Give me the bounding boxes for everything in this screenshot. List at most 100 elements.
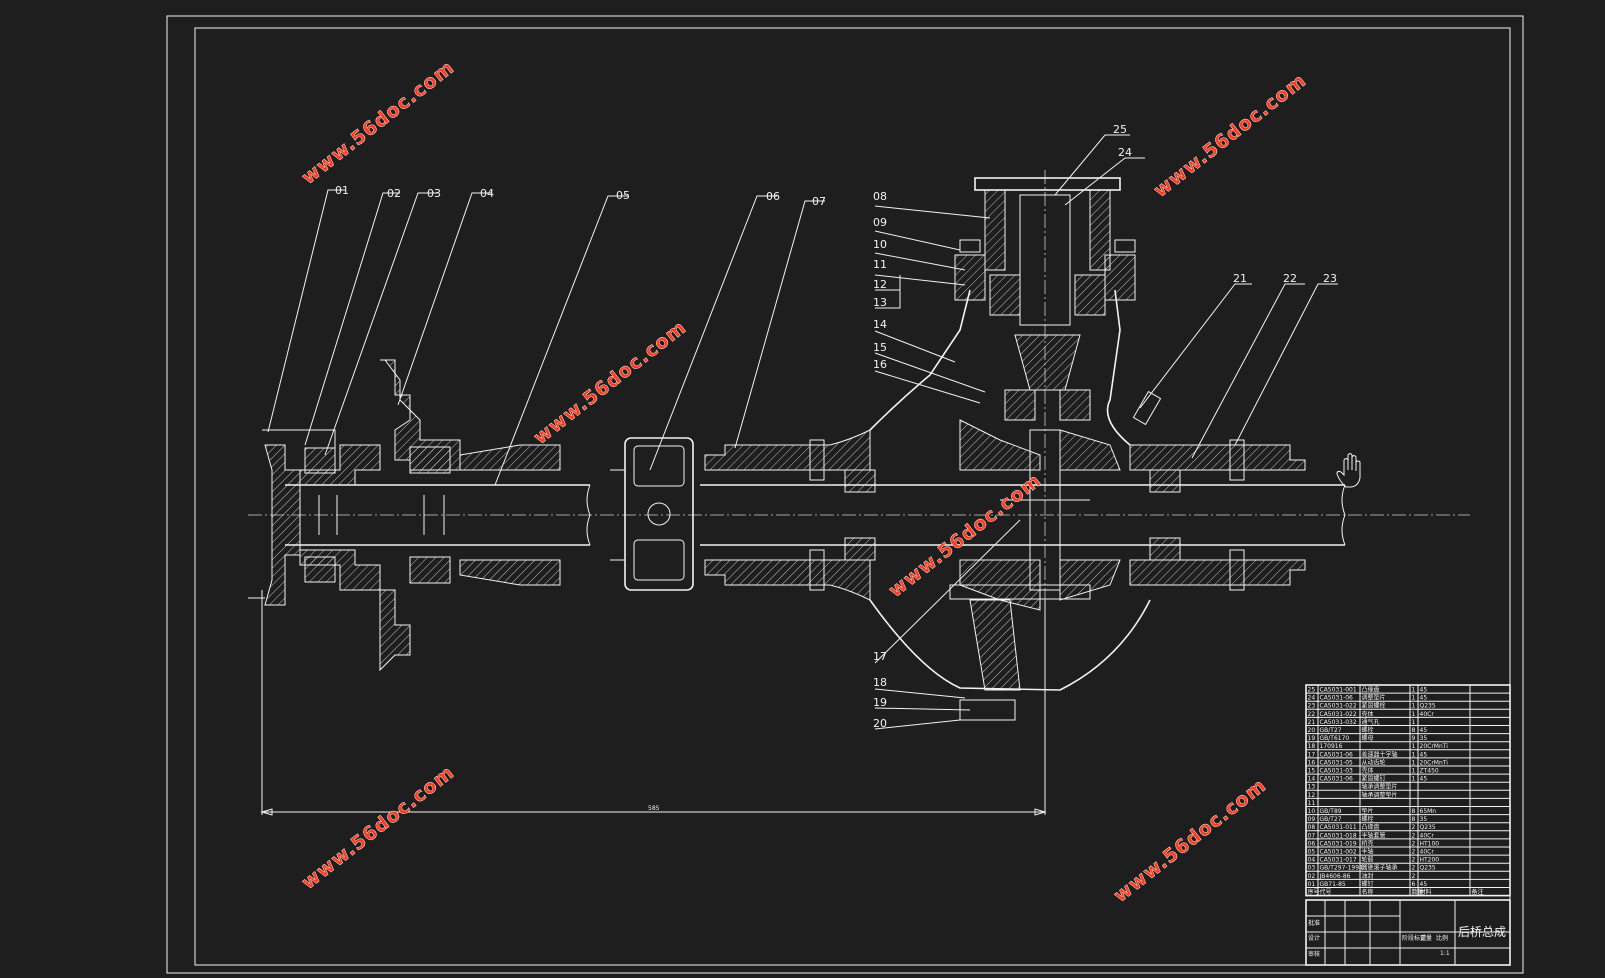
label-05: 05 bbox=[616, 189, 630, 202]
bom-cell-qty: 2 bbox=[1412, 865, 1416, 872]
wheel-hub-assembly bbox=[248, 359, 591, 672]
bom-cell-qty: 8 bbox=[1412, 816, 1416, 823]
bom-cell-name: 桥壳 bbox=[1362, 839, 1374, 847]
watermark-1: www.56doc.com bbox=[298, 56, 459, 189]
bom-cell-qty: 2 bbox=[1412, 824, 1416, 831]
label-11: 11 bbox=[873, 258, 887, 271]
bom-cell-name: 轴承调整垫片 bbox=[1362, 783, 1398, 791]
bom-cell-name: 油封 bbox=[1362, 872, 1374, 880]
bom-cell-mat: Q235 bbox=[1420, 703, 1436, 710]
title-approve: 批准 bbox=[1308, 919, 1320, 927]
title-block: 后桥总成 设计 审核 批准 阶段标记 重量 比例 1:1 bbox=[1305, 899, 1511, 966]
bom-cell-qty: 2 bbox=[1412, 840, 1416, 847]
bom-cell-no: 25 bbox=[1308, 687, 1316, 694]
bom-header-name: 名称 bbox=[1362, 888, 1374, 896]
bom-cell-qty: 1 bbox=[1412, 751, 1416, 758]
title-text: 后桥总成 bbox=[1458, 925, 1506, 939]
bom-cell-name: 壳体 bbox=[1362, 710, 1374, 718]
label-15: 15 bbox=[873, 341, 887, 354]
label-10: 10 bbox=[873, 238, 887, 251]
bom-cell-mat: 40Cr bbox=[1420, 832, 1435, 839]
bom-header-code: 代号 bbox=[1320, 888, 1332, 896]
bom-cell-no: 24 bbox=[1308, 695, 1316, 702]
label-09: 09 bbox=[873, 216, 887, 229]
bom-cell-mat: ZT450 bbox=[1420, 768, 1439, 775]
bom-cell-code: CA5031-018 bbox=[1320, 832, 1357, 839]
bom-cell-name: 通气孔 bbox=[1362, 718, 1380, 726]
label-03: 03 bbox=[427, 187, 441, 200]
bom-cell-name: 半轴套管 bbox=[1362, 831, 1386, 839]
bom-cell-code: GB71-85 bbox=[1320, 881, 1346, 888]
bom-cell-mat: 65Mn bbox=[1420, 808, 1437, 815]
bom-cell-name: 半轴 bbox=[1362, 848, 1374, 856]
watermark-5: www.56doc.com bbox=[298, 761, 459, 894]
bom-cell-no: 10 bbox=[1308, 808, 1316, 815]
bom-cell-no: 22 bbox=[1308, 711, 1316, 718]
bom-cell-name: 紧固螺栓 bbox=[1362, 702, 1386, 710]
bom-cell-code: CA5031-002 bbox=[1320, 849, 1357, 856]
bom-cell-qty: 1 bbox=[1412, 695, 1416, 702]
bom-cell-mat: 40Cr bbox=[1420, 711, 1435, 718]
title-design: 设计 bbox=[1308, 934, 1320, 942]
bom-cell-code: GB/T27 bbox=[1320, 727, 1342, 734]
bom-cell-qty: 2 bbox=[1412, 849, 1416, 856]
leader-lines bbox=[267, 134, 1338, 730]
bom-cell-name: 轮毂 bbox=[1362, 856, 1374, 864]
bom-cell-no: 17 bbox=[1308, 751, 1316, 758]
bom-header-qty: 数量 bbox=[1412, 888, 1424, 896]
bom-cell-no: 15 bbox=[1308, 768, 1316, 775]
title-scale: 1:1 bbox=[1440, 950, 1450, 957]
bom-cell-code: GB/T297-1994 bbox=[1320, 865, 1364, 872]
label-24: 24 bbox=[1118, 146, 1132, 159]
bom-cell-qty: 1 bbox=[1412, 687, 1416, 694]
label-17: 17 bbox=[873, 650, 887, 663]
bom-cell-qty: 2 bbox=[1412, 832, 1416, 839]
bom-cell-qty: 2 bbox=[1412, 873, 1416, 880]
bom-cell-mat: 45 bbox=[1420, 881, 1428, 888]
bom-cell-no: 12 bbox=[1308, 792, 1316, 799]
bom-cell-mat: HT100 bbox=[1420, 840, 1440, 847]
bom-cell-no: 05 bbox=[1308, 849, 1316, 856]
bom-cell-name: 调整垫片 bbox=[1362, 694, 1386, 702]
bom-cell-code: CA5031-06 bbox=[1320, 776, 1354, 783]
bom-cell-name: 从动齿轮 bbox=[1362, 758, 1386, 766]
bom-cell-no: 18 bbox=[1308, 743, 1316, 750]
bom-cell-name: 圆锥滚子轴承 bbox=[1362, 864, 1398, 872]
bom-cell-name: 差速器十字轴 bbox=[1362, 750, 1398, 758]
bom-cell-qty: 6 bbox=[1412, 881, 1416, 888]
bom-cell-code: CA5031-06 bbox=[1320, 751, 1354, 758]
bom-cell-no: 23 bbox=[1308, 703, 1316, 710]
bom-cell-qty: 1 bbox=[1412, 719, 1416, 726]
bom-cell-name: 紧固螺钉 bbox=[1362, 775, 1386, 783]
bom-cell-name: 螺母 bbox=[1362, 734, 1374, 742]
bom-cell-code: CA5031-011 bbox=[1320, 824, 1357, 831]
label-16: 16 bbox=[873, 358, 887, 371]
bom-cell-code: CA5031-022 bbox=[1320, 711, 1357, 718]
bom-cell-code: CA5031-001 bbox=[1320, 687, 1357, 694]
spring-seat-block bbox=[610, 437, 694, 591]
bom-cell-mat: Q235 bbox=[1420, 865, 1436, 872]
bom-cell-no: 02 bbox=[1308, 873, 1316, 880]
label-07: 07 bbox=[812, 195, 826, 208]
bom-cell-name: 壳体 bbox=[1362, 767, 1374, 775]
bom-cell-mat: 40Cr bbox=[1420, 849, 1435, 856]
bom-cell-no: 13 bbox=[1308, 784, 1316, 791]
bom-cell-mat: 35 bbox=[1420, 735, 1428, 742]
title-ratio: 比例 bbox=[1436, 934, 1448, 942]
bom-cell-name: 垫片 bbox=[1362, 807, 1374, 815]
bom-cell-code: CA5031-022 bbox=[1320, 703, 1357, 710]
bom-cell-code: CA5031-05 bbox=[1320, 759, 1354, 766]
bom-cell-mat: 45 bbox=[1420, 687, 1428, 694]
label-22: 22 bbox=[1283, 272, 1297, 285]
bom-cell-mat: HT200 bbox=[1420, 857, 1440, 864]
label-13: 13 bbox=[873, 296, 887, 309]
bom-cell-name: 凸缘盘 bbox=[1362, 823, 1380, 831]
bom-cell-qty: 1 bbox=[1412, 703, 1416, 710]
outer-border bbox=[166, 15, 1524, 974]
label-04: 04 bbox=[480, 187, 494, 200]
label-02: 02 bbox=[387, 187, 401, 200]
bom-cell-code: GB/T27 bbox=[1320, 816, 1342, 823]
bom-cell-qty: 1 bbox=[1412, 759, 1416, 766]
label-21: 21 bbox=[1233, 272, 1247, 285]
bom-cell-no: 09 bbox=[1308, 816, 1316, 823]
